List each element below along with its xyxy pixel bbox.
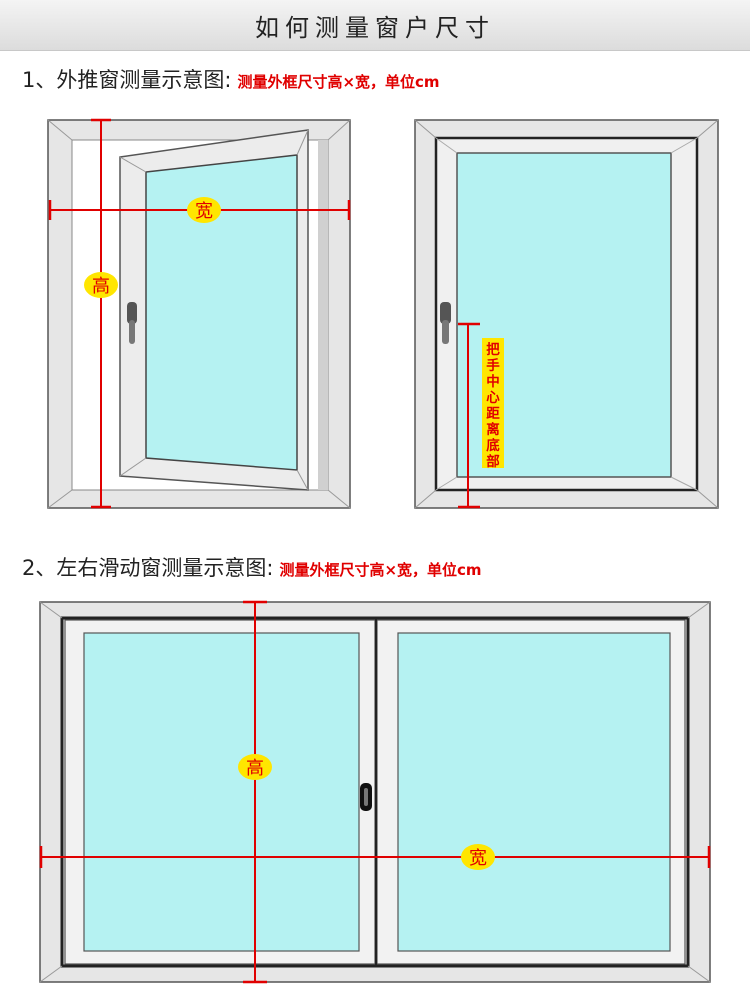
handle-label-char: 部: [486, 453, 500, 470]
open-casement-window: [47, 119, 351, 509]
handle-label-char: 中: [486, 373, 500, 390]
handle-label-char: 底: [486, 437, 500, 454]
handle-label-char: 手: [486, 357, 500, 374]
casement-width-measure: 宽: [48, 197, 351, 223]
sliding-heading-text: 2、左右滑动窗测量示意图:: [22, 556, 274, 580]
sliding-width-label: 宽: [469, 848, 487, 869]
handle-label-char: 距: [486, 406, 500, 422]
handle-label-char: 心: [486, 390, 500, 406]
handle-distance-measure: 把 手 中 心 距 离 底 部: [458, 322, 504, 509]
closed-window-handle-icon: [440, 302, 451, 344]
casement-handle-icon: [127, 302, 137, 344]
page-title: 如何测量窗户尺寸: [255, 13, 495, 42]
casement-measure-note: 测量外框尺寸高×宽，单位cm: [237, 73, 440, 91]
handle-label-char: 离: [486, 421, 500, 438]
sliding-measure-note: 测量外框尺寸高×宽，单位cm: [279, 561, 482, 579]
casement-width-label: 宽: [195, 201, 213, 222]
casement-height-measure: 高: [84, 118, 118, 509]
sliding-window-diagram: 高 宽: [39, 600, 711, 984]
sliding-width-measure: 宽: [39, 844, 711, 870]
sliding-window: [39, 601, 711, 983]
casement-height-label: 高: [92, 276, 110, 297]
closed-casement-window: [414, 119, 719, 509]
casement-section-heading: 1、外推窗测量示意图: 测量外框尺寸高×宽，单位cm: [22, 64, 440, 94]
casement-heading-text: 1、外推窗测量示意图:: [22, 68, 232, 92]
sliding-section-heading: 2、左右滑动窗测量示意图: 测量外框尺寸高×宽，单位cm: [22, 552, 482, 582]
handle-label-char: 把: [486, 341, 500, 358]
casement-window-diagrams: 宽 高 把 手 中 心 距 离 底 部: [47, 118, 719, 509]
sliding-height-label: 高: [246, 758, 264, 779]
sliding-handle-icon: [360, 783, 372, 811]
sliding-height-measure: 高: [238, 600, 272, 984]
header-banner: 如何测量窗户尺寸: [0, 0, 750, 51]
